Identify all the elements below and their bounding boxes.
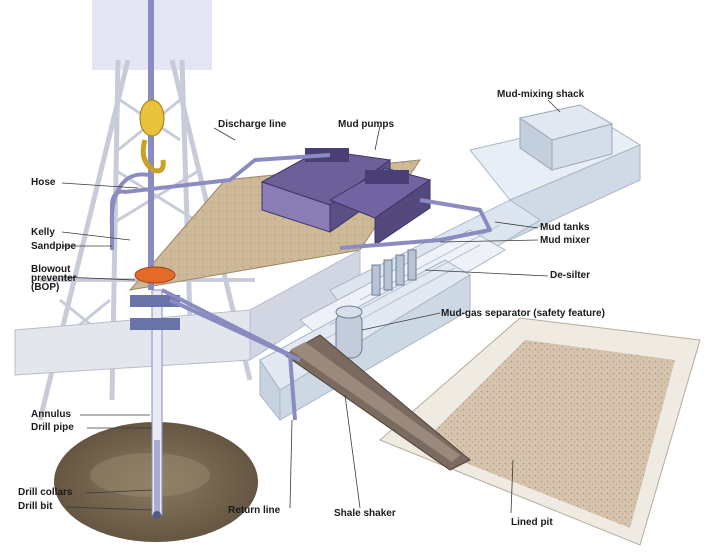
mud-pumps xyxy=(260,148,432,246)
label-mud-gas-separator: Mud-gas separator (safety feature) xyxy=(441,308,605,319)
lined-pit xyxy=(379,317,701,546)
label-mud-mixer: Mud mixer xyxy=(540,235,591,246)
label-drill-pipe: Drill pipe xyxy=(31,422,74,433)
de-silter xyxy=(371,249,417,296)
discharge-line xyxy=(110,153,331,250)
label-mud-mixing-shack: Mud-mixing shack xyxy=(497,89,585,100)
label-drill-bit: Drill bit xyxy=(18,501,53,512)
label-discharge-line: Discharge line xyxy=(218,119,287,130)
label-shale-shaker: Shale shaker xyxy=(334,508,396,519)
return-line-lower xyxy=(169,298,301,362)
mud-line-tanks xyxy=(339,198,492,250)
mud-gas-separator xyxy=(335,305,363,359)
label-return-line: Return line xyxy=(228,505,281,516)
label-mud-pumps: Mud pumps xyxy=(338,119,395,130)
label-mud-tanks: Mud tanks xyxy=(540,222,590,233)
label-bop: Blowout preventer (BOP) xyxy=(31,264,77,293)
mud-mixing-shack xyxy=(518,104,614,171)
bop xyxy=(130,266,180,330)
drill-string xyxy=(148,0,163,519)
label-lined-pit: Lined pit xyxy=(511,517,553,528)
label-sandpipe: Sandpipe xyxy=(31,241,77,252)
label-hose: Hose xyxy=(31,177,56,188)
label-annulus: Annulus xyxy=(31,409,71,420)
leader-lines xyxy=(61,99,561,514)
label-de-silter: De-silter xyxy=(550,270,591,281)
label-kelly: Kelly xyxy=(31,227,55,238)
shale-shaker xyxy=(284,334,471,471)
pipes xyxy=(109,153,492,421)
hook-block xyxy=(139,99,166,174)
label-drill-collars: Drill collars xyxy=(18,487,73,498)
